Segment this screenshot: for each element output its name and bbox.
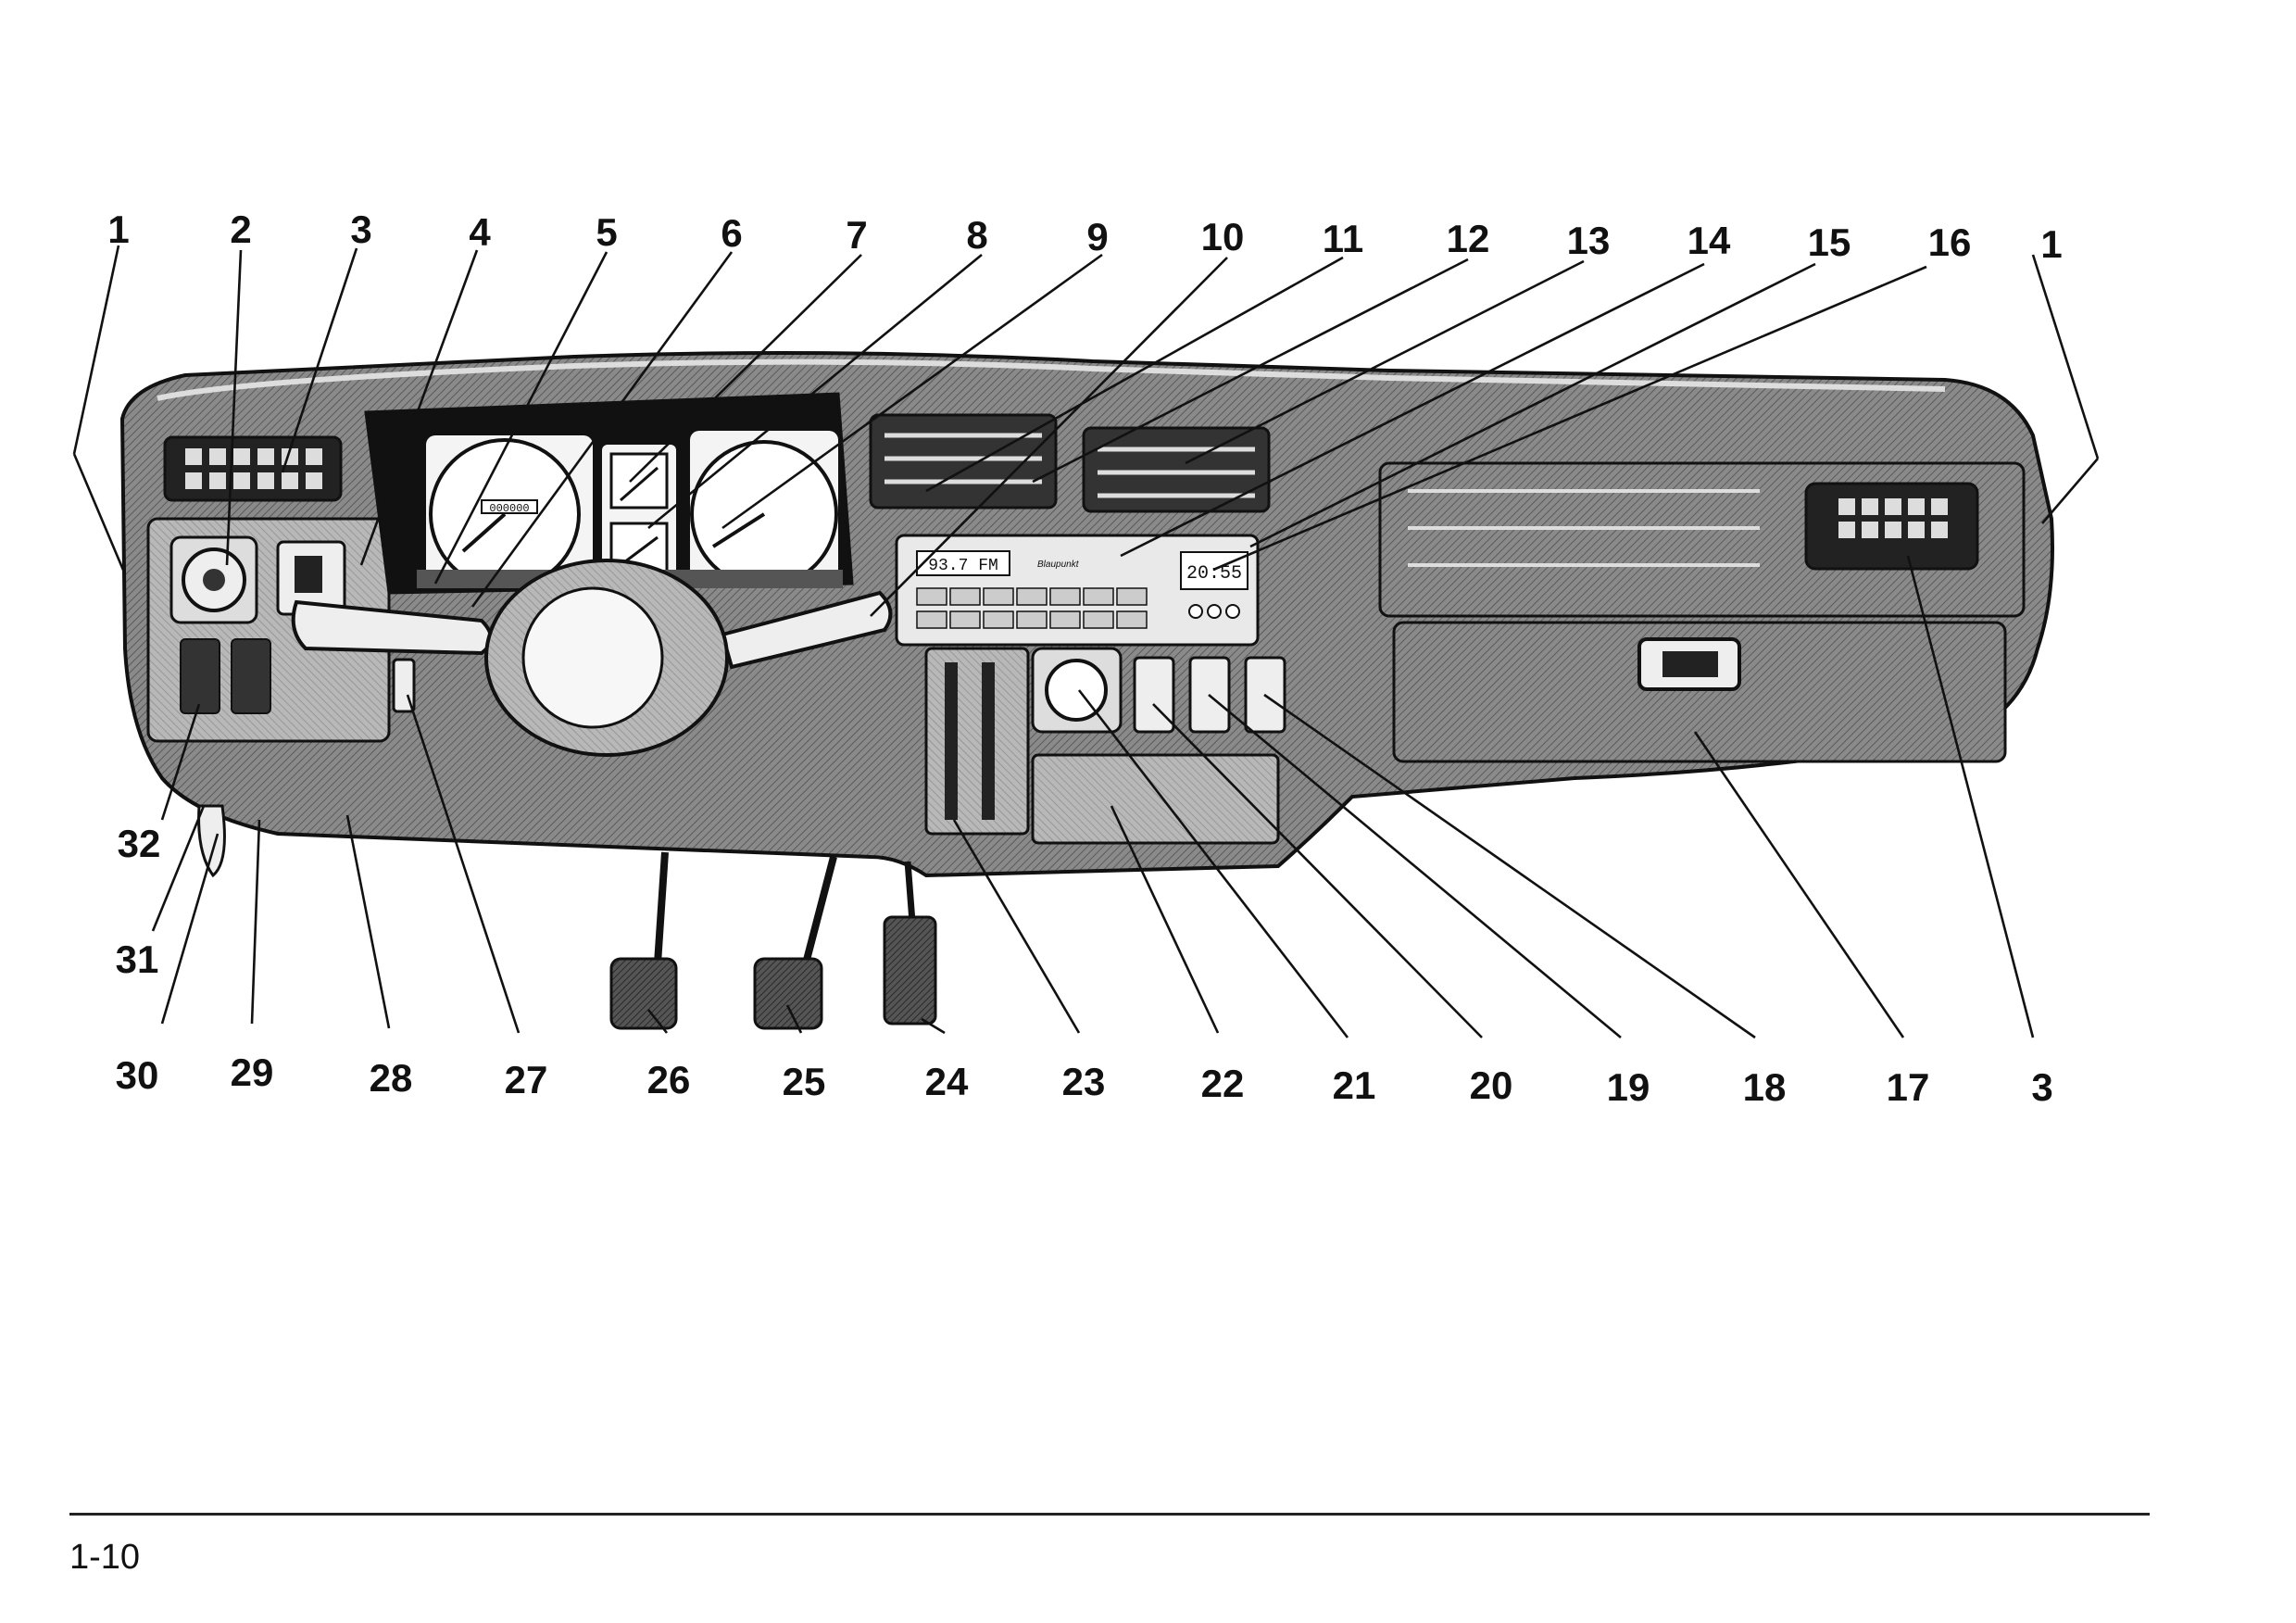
callout-11: 11 bbox=[1323, 217, 1363, 260]
storage-tray bbox=[1031, 753, 1280, 845]
callout-20: 20 bbox=[1470, 1063, 1513, 1107]
callout-17: 17 bbox=[1887, 1065, 1930, 1109]
callout-1-right: 1 bbox=[2040, 222, 2062, 266]
callout-26: 26 bbox=[647, 1058, 691, 1101]
heater-controls bbox=[924, 647, 1030, 836]
indicator-stalk bbox=[291, 599, 493, 656]
callout-29: 29 bbox=[231, 1051, 274, 1094]
callout-18: 18 bbox=[1743, 1065, 1787, 1109]
brake-pedal bbox=[753, 855, 837, 1030]
callout-24: 24 bbox=[925, 1060, 969, 1103]
leader-lines bbox=[72, 245, 2100, 1039]
clutch-pedal bbox=[609, 851, 678, 1030]
odometer-readout: 000000 bbox=[489, 502, 529, 515]
callout-5: 5 bbox=[596, 210, 617, 254]
light-switch bbox=[169, 535, 258, 624]
callout-8: 8 bbox=[966, 213, 987, 257]
page-number: 1-10 bbox=[69, 1538, 141, 1577]
callout-9: 9 bbox=[1086, 215, 1108, 258]
glove-box bbox=[1392, 621, 2007, 763]
callout-14: 14 bbox=[1687, 219, 1731, 262]
left-air-vent bbox=[163, 435, 343, 502]
lower-left-switches bbox=[180, 638, 271, 714]
bonnet-release-lever bbox=[197, 804, 226, 878]
callout-28: 28 bbox=[370, 1056, 413, 1100]
callout-3-bottom: 3 bbox=[2031, 1065, 2052, 1109]
headlamp-range-control bbox=[276, 540, 346, 616]
callout-10: 10 bbox=[1201, 215, 1245, 258]
callout-3-top: 3 bbox=[350, 208, 371, 251]
radio-brand: Blaupunkt bbox=[1037, 560, 1080, 570]
callout-15: 15 bbox=[1808, 220, 1851, 264]
callout-13: 13 bbox=[1567, 219, 1611, 262]
callouts-bottom: 32 31 30 29 28 27 26 25 24 23 22 21 20 1… bbox=[116, 822, 2053, 1109]
callout-22: 22 bbox=[1201, 1062, 1245, 1105]
callout-2: 2 bbox=[230, 208, 251, 251]
callout-27: 27 bbox=[505, 1058, 548, 1101]
callout-1-left: 1 bbox=[107, 208, 129, 251]
callout-21: 21 bbox=[1333, 1063, 1376, 1107]
callout-32: 32 bbox=[118, 822, 161, 865]
callout-19: 19 bbox=[1607, 1065, 1650, 1109]
fuel-gauge bbox=[609, 452, 669, 510]
callout-16: 16 bbox=[1928, 220, 1972, 264]
blower-knob bbox=[1031, 647, 1123, 734]
callout-12: 12 bbox=[1447, 217, 1490, 260]
clock-display: 20:55 bbox=[1186, 563, 1242, 585]
right-air-vent bbox=[1804, 482, 1979, 571]
callout-25: 25 bbox=[783, 1060, 826, 1103]
digital-clock: 20:55 bbox=[1180, 551, 1248, 619]
callout-6: 6 bbox=[721, 211, 742, 255]
horn-pad bbox=[521, 586, 664, 729]
centre-vents bbox=[869, 413, 1271, 513]
footer-rule bbox=[69, 1513, 2150, 1516]
callout-23: 23 bbox=[1062, 1060, 1106, 1103]
callouts-top: 1 2 3 4 5 6 7 8 9 10 11 12 13 14 15 16 1 bbox=[107, 208, 2062, 266]
radio-display: 93.7 FM bbox=[928, 557, 998, 575]
callout-7: 7 bbox=[846, 213, 867, 257]
accelerator-pedal bbox=[883, 861, 937, 1025]
callout-30: 30 bbox=[116, 1053, 159, 1097]
callout-4: 4 bbox=[469, 210, 491, 254]
wiper-stalk bbox=[720, 590, 893, 670]
instrument-cluster: 000000 bbox=[364, 392, 854, 595]
callout-31: 31 bbox=[116, 937, 159, 981]
radio-cassette: 93.7 FM Blaupunkt bbox=[895, 534, 1260, 647]
